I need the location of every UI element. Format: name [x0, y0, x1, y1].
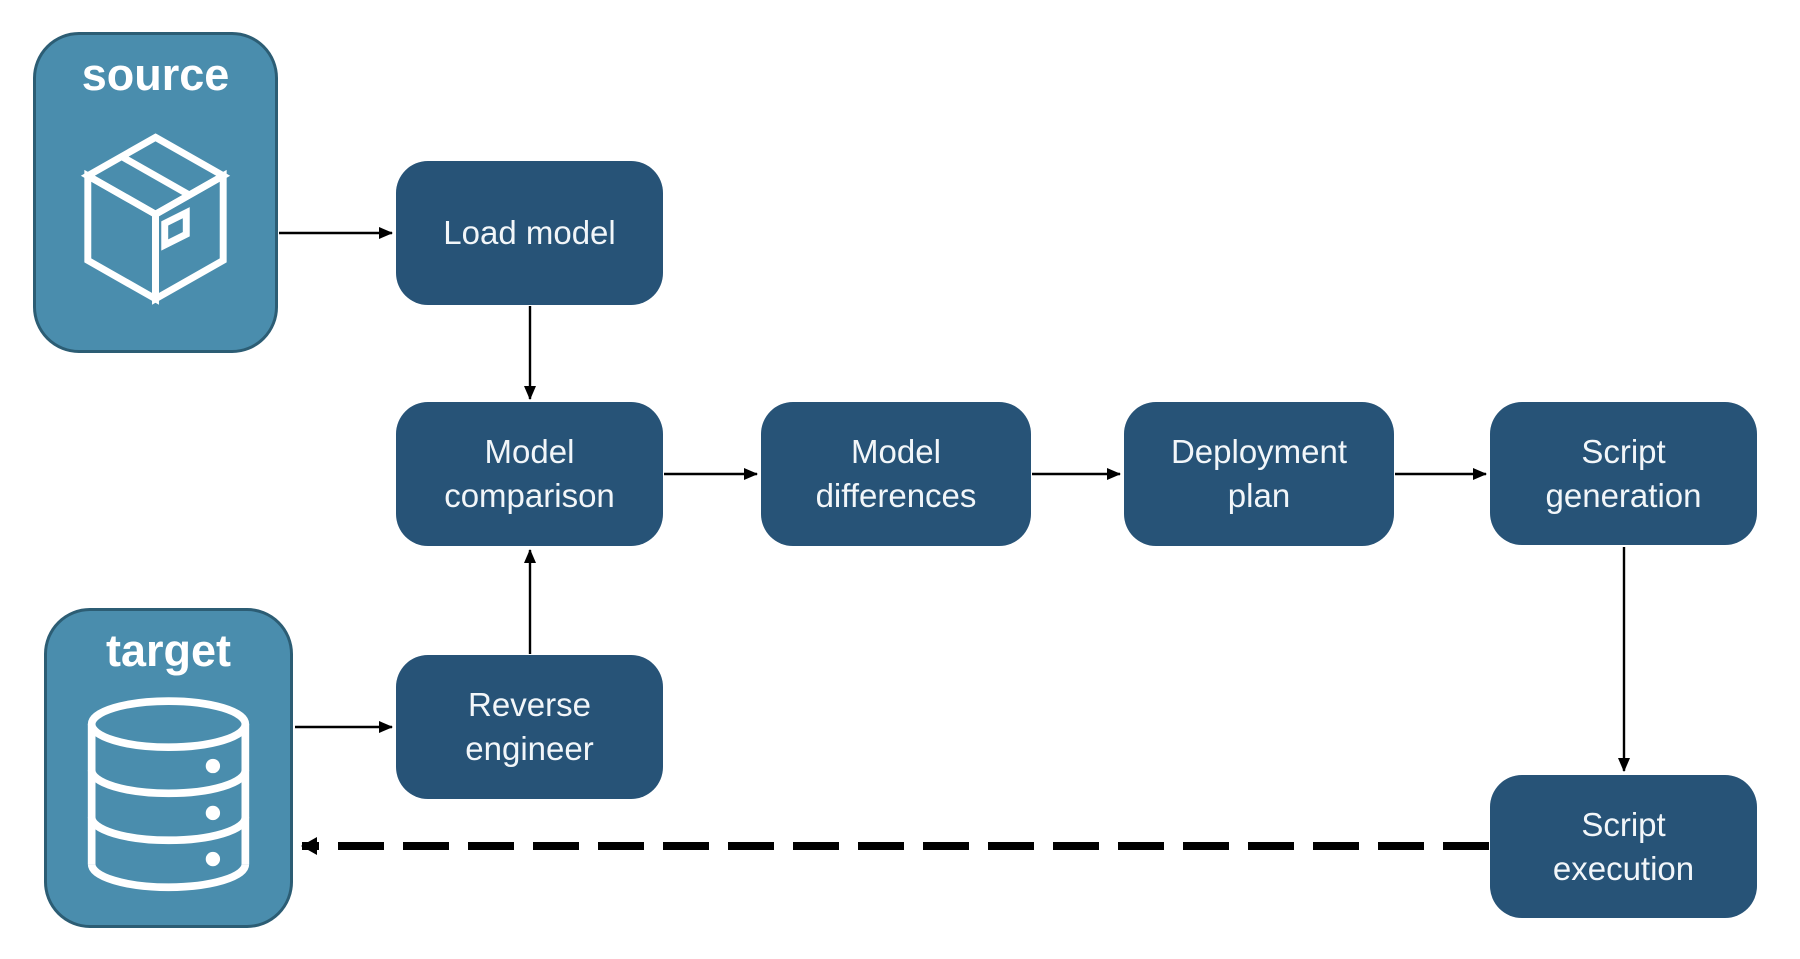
node-script-generation: Script generation	[1490, 402, 1757, 545]
source-endpoint: source	[33, 32, 278, 353]
target-endpoint: target	[44, 608, 293, 928]
node-load-model: Load model	[396, 161, 663, 305]
target-label: target	[105, 625, 232, 676]
node-deployment-plan: Deployment plan	[1124, 402, 1394, 546]
node-reverse-engineer: Reverse engineer	[396, 655, 663, 799]
node-model-comparison: Model comparison	[396, 402, 663, 546]
source-label: source	[81, 49, 230, 100]
package-icon	[36, 101, 275, 350]
node-model-differences: Model differences	[761, 402, 1031, 546]
database-icon	[47, 677, 290, 925]
node-script-execution: Script execution	[1490, 775, 1757, 918]
